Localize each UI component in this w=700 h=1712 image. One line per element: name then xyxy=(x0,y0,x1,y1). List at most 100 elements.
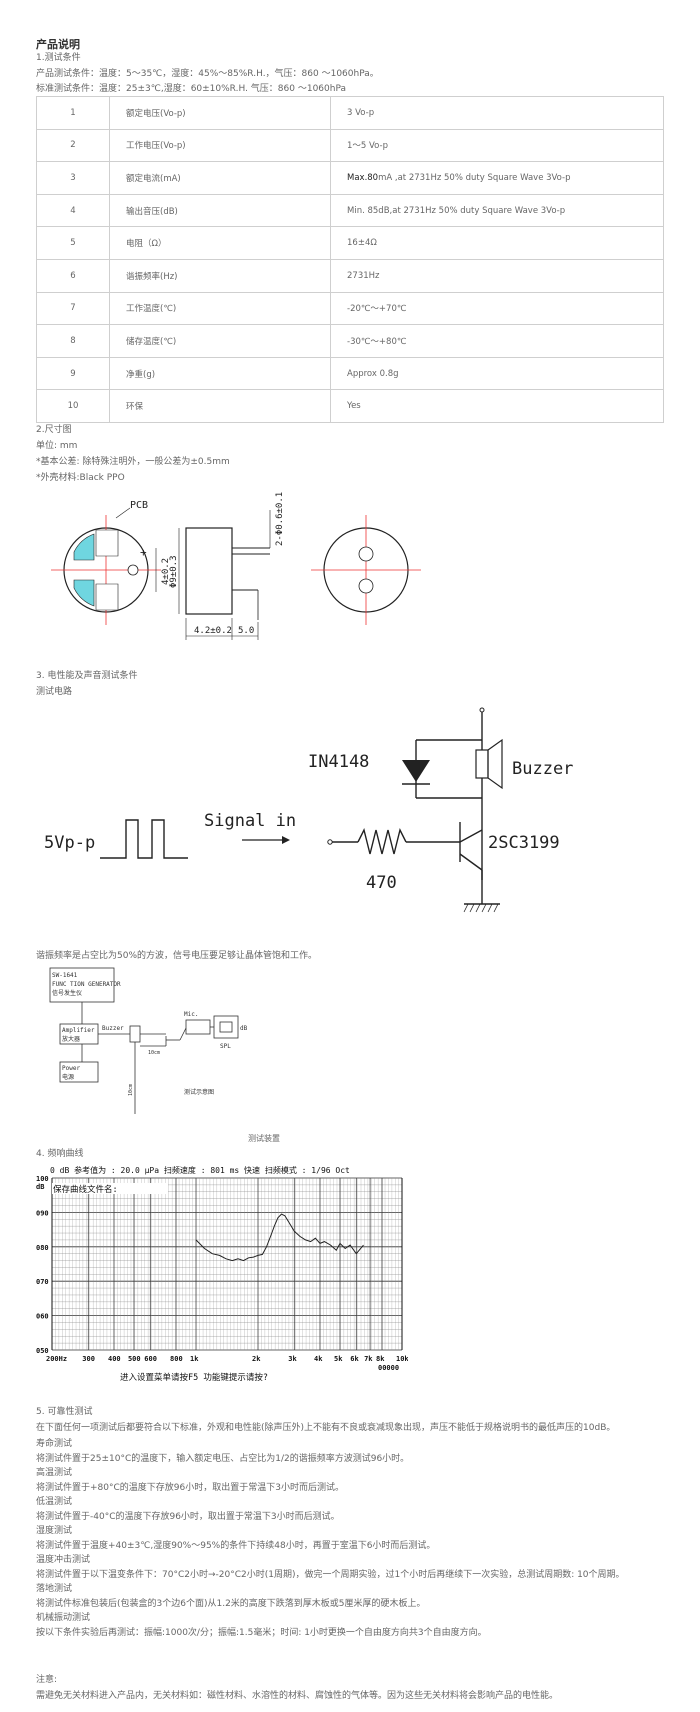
reliability-item-title: 落地测试 xyxy=(36,1584,73,1594)
spec-item: 环保 xyxy=(109,389,331,423)
section5-heading: 5. 可靠性测试 xyxy=(36,1407,93,1417)
spec-no: 1 xyxy=(36,96,110,130)
buzzer-label: Buzzer xyxy=(512,759,573,779)
x-tick-label: 300 xyxy=(82,1355,95,1363)
reliability-item-title: 寿命测试 xyxy=(36,1439,73,1449)
diode-symbol xyxy=(402,760,430,782)
reliability-item-text: 将测试件置于以下温变条件下：70°C2小时→-20°C2小时(1周期)，做完一个… xyxy=(36,1569,625,1580)
reliability-item-text: 将测试件置于25±10°C的温度下，输入额定电压、占空比为1/2的谐振频率方波测… xyxy=(36,1453,410,1464)
notice-text: 需避免无关材料进入产品内，无关材料如：磁性材料、水溶性的材料、腐蚀性的气体等。因… xyxy=(36,1691,559,1701)
spec-no: 3 xyxy=(36,161,110,195)
spec-no: 7 xyxy=(36,291,110,326)
reliability-item-text: 将测试件标准包装后(包装盒的3个边6个面)从1.2米的高度下跌落到厚木板或5厘米… xyxy=(36,1598,426,1609)
section2-heading: 2.尺寸图 xyxy=(36,425,72,435)
y-tick-label: 080 xyxy=(36,1244,49,1252)
chart-header-line: 0 dB 参考值为 : 20.0 μPa 扫频速度 : 801 ms 快速 扫频… xyxy=(50,1165,350,1175)
spec-value: 3 Vo-p xyxy=(330,96,664,130)
signal-label: Signal in xyxy=(204,811,296,831)
spec-no: 9 xyxy=(36,356,110,391)
section1-heading: 1.测试条件 xyxy=(36,53,81,63)
mic-label: Mic. xyxy=(184,1011,198,1018)
dim-4-label: 4±0.2 xyxy=(161,558,171,585)
spec-no: 8 xyxy=(36,324,110,358)
test-setup-diagram: SW-1641 FUNC TION GENERATOR 信号发生仪 Amplif… xyxy=(49,967,248,1114)
spec-no: 5 xyxy=(36,226,110,260)
setup-buzzer-label: Buzzer xyxy=(102,1025,124,1032)
x-tick-label: 7k xyxy=(364,1355,373,1363)
vcc-terminal xyxy=(479,707,485,713)
resistor-label: 470 xyxy=(366,873,397,893)
x-tick-label: 5k xyxy=(334,1355,343,1363)
section5-intro: 在下面任何一项测试后都要符合以下标准，外观和电性能(除声压外)上不能有不良或衰减… xyxy=(36,1423,616,1433)
chart-save-label: 保存曲线文件名: xyxy=(53,1184,118,1195)
spec-value: Max.80mA ,at 2731Hz 50% duty Square Wave… xyxy=(330,161,664,195)
x-tick-label: 200Hz xyxy=(46,1355,67,1363)
spec-item: 谐振频率(Hz) xyxy=(109,258,331,293)
x-tick-label: 4k xyxy=(314,1355,323,1363)
reliability-item-text: 按以下条件实验后再测试：振幅:1000次/分；振幅:1.5毫米；时间: 1小时更… xyxy=(36,1627,487,1638)
section4-heading: 4. 频响曲线 xyxy=(36,1149,84,1159)
stand-label: 10cm xyxy=(128,1084,134,1096)
spec-item: 额定电压(Vo-p) xyxy=(109,96,331,130)
reliability-item-text: 将测试件置于-40°C的温度下存放96小时，取出置于常温下3小时而后测试。 xyxy=(36,1511,340,1522)
x-tick-label: 10k xyxy=(396,1355,408,1363)
test-circuit: IN4148 Buzzer 5Vp-p Signal in 470 2SC319… xyxy=(44,707,573,913)
standard-condition-line: 标准测试条件：温度：25±3℃,湿度：60±10%R.H. 气压：860 ～10… xyxy=(36,84,346,94)
spec-value-rest: mA ,at 2731Hz 50% duty Square Wave 3Vo-p xyxy=(378,172,571,183)
diode-label: IN4148 xyxy=(308,752,369,772)
x-tick-label: 8k xyxy=(376,1355,385,1363)
power-label-1: Power xyxy=(62,1065,80,1072)
circuit-note: 谐振频率是占空比为50%的方波，信号电压要足够让晶体管饱和工作。 xyxy=(36,951,318,961)
reliability-item-title: 高温测试 xyxy=(36,1468,73,1478)
section3-heading: 3. 电性能及声音测试条件 xyxy=(36,671,138,681)
x-tick-label: 1k xyxy=(190,1355,199,1363)
side-view: Φ9±0.3 2-Φ0.6±0.1 4.2±0.2 5.0 xyxy=(169,492,285,640)
spec-value: -30℃～+80℃ xyxy=(330,324,664,358)
x-tick-label: 600 xyxy=(144,1355,157,1363)
spec-item: 输出音压(dB) xyxy=(109,193,331,228)
dim-42-label: 4.2±0.2 xyxy=(194,626,232,636)
frequency-response-line xyxy=(195,1213,364,1262)
y-tick-label: 070 xyxy=(36,1278,49,1286)
frequency-response-chart: 0 dB 参考值为 : 20.0 μPa 扫频速度 : 801 ms 快速 扫频… xyxy=(36,1165,408,1382)
dim-5-label: 5.0 xyxy=(238,626,254,636)
reliability-item-title: 湿度测试 xyxy=(36,1526,73,1536)
x-tick-label: 2k xyxy=(252,1355,261,1363)
signal-terminal xyxy=(327,839,333,845)
x-extra-label: 00000 xyxy=(378,1364,399,1372)
dim-9-label: Φ9±0.3 xyxy=(169,555,179,588)
gen-label-2: FUNC TION GENERATOR xyxy=(52,981,121,988)
power-label-2: 电源 xyxy=(62,1073,74,1081)
setup-schematic-label: 测试示意图 xyxy=(184,1088,214,1096)
y-unit-label: dB xyxy=(36,1183,44,1191)
spec-no: 10 xyxy=(36,389,110,423)
gen-label-1: SW-1641 xyxy=(52,972,78,979)
x-tick-label: 500 xyxy=(128,1355,141,1363)
spec-value: -20℃～+70℃ xyxy=(330,291,664,326)
distance-label: 10cm xyxy=(148,1050,160,1056)
vin-label: 5Vp-p xyxy=(44,833,95,853)
x-tick-label: 400 xyxy=(108,1355,121,1363)
spec-item: 工作电压(Vo-p) xyxy=(109,128,331,163)
spec-no: 6 xyxy=(36,258,110,293)
spec-value-bold: Max.80 xyxy=(347,172,379,183)
amp-label-2: 放大器 xyxy=(62,1035,80,1043)
db-label: dB xyxy=(240,1025,248,1032)
y-tick-label: 100 xyxy=(36,1175,49,1183)
front-view: PCB + 4±0.2 xyxy=(51,500,171,625)
reliability-item-title: 温度冲击测试 xyxy=(36,1555,91,1565)
notice-title: 注意: xyxy=(36,1675,58,1685)
x-tick-label: 6k xyxy=(350,1355,359,1363)
spec-value: 1～5 Vo-p xyxy=(330,128,664,163)
spec-item: 净重(g) xyxy=(109,356,331,391)
spec-value: 16±4Ω xyxy=(330,226,664,260)
page-title: 产品说明 xyxy=(36,38,80,51)
spec-value: Min. 85dB,at 2731Hz 50% duty Square Wave… xyxy=(330,193,664,228)
